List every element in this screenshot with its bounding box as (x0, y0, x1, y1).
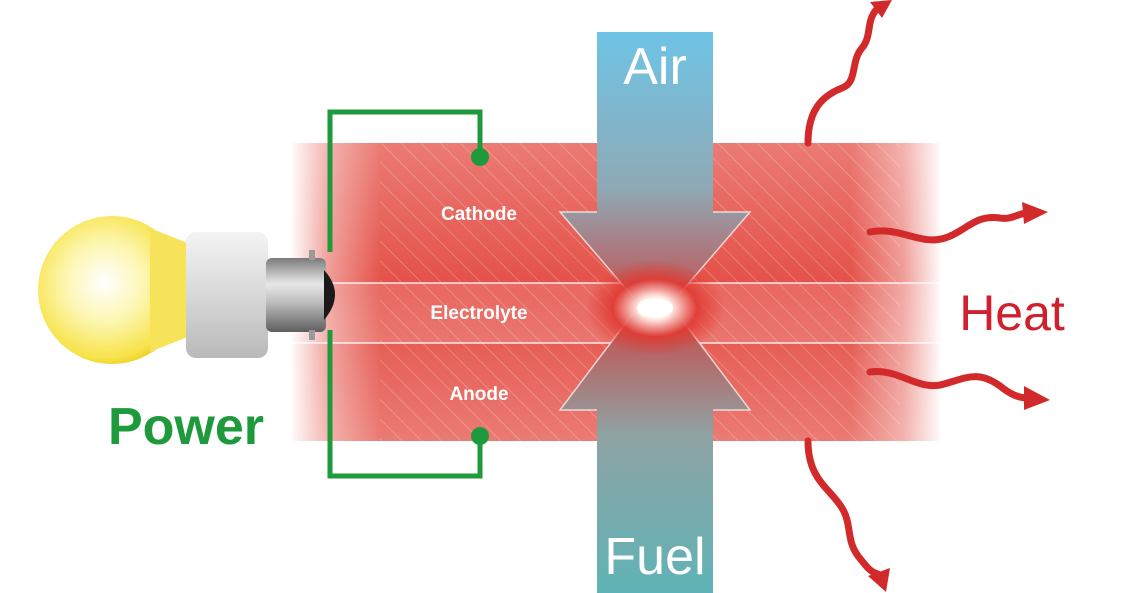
circuit-wire-top (327, 109, 483, 252)
heat-arrow-bottom-head (868, 568, 890, 592)
anode-terminal (471, 427, 489, 445)
fuel-label: Fuel (604, 528, 705, 586)
bulb-cap (266, 258, 326, 332)
electrolyte-label: Electrolyte (430, 303, 527, 324)
arrow-outline-bottom (558, 311, 752, 411)
power-circuit (327, 109, 489, 479)
light-bulb-icon (38, 216, 335, 364)
bulb-pin-top (309, 250, 315, 260)
air-label: Air (623, 38, 687, 96)
cathode-label: Cathode (441, 204, 517, 225)
heat-arrow-bottom (804, 437, 882, 578)
heat-arrow-right-upper (866, 209, 1030, 244)
bulb-glass (38, 216, 186, 364)
heat-arrow-right-lower-head (1024, 386, 1050, 410)
bulb-neck (150, 228, 190, 352)
arrow-outline-top (558, 211, 752, 299)
heat-arrows (804, 0, 1050, 592)
reaction-core (637, 298, 673, 318)
heat-arrow-right-lower (866, 368, 1032, 402)
heat-label: Heat (959, 285, 1065, 341)
heat-arrow-top-left-head (870, 0, 892, 18)
circuit-wire-bottom (327, 330, 483, 479)
gas-flow (558, 32, 752, 593)
bulb-collar (186, 232, 268, 358)
heat-arrow-right-upper-head (1022, 202, 1048, 224)
cathode-terminal (471, 148, 489, 166)
bulb-contact (324, 270, 335, 320)
anode-label: Anode (449, 384, 508, 405)
heat-arrow-top-left (804, 6, 880, 147)
power-label: Power (108, 398, 264, 456)
bulb-pin-bottom (309, 330, 315, 340)
